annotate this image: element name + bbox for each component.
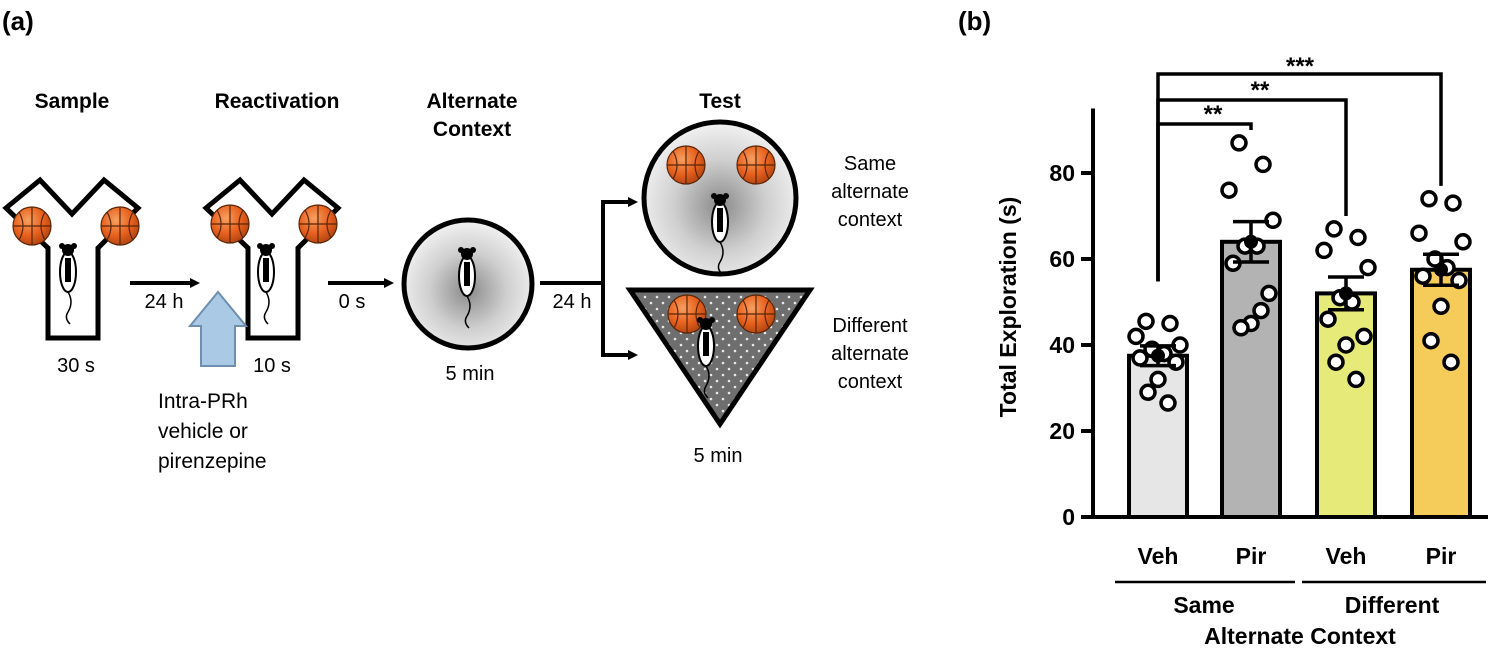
category-label: Pir bbox=[1426, 543, 1457, 569]
data-point bbox=[1325, 220, 1343, 238]
significance-label: ** bbox=[1251, 77, 1270, 104]
group-label-different: Different bbox=[1345, 592, 1440, 618]
duration-test: 5 min bbox=[694, 445, 743, 467]
category-label: Veh bbox=[1138, 543, 1179, 569]
data-point bbox=[1127, 327, 1145, 346]
label-same-3: context bbox=[838, 209, 903, 231]
data-point bbox=[1454, 233, 1472, 251]
duration-reactivation: 10 s bbox=[253, 355, 291, 377]
mean-point bbox=[1151, 348, 1165, 363]
infusion-arrow-icon bbox=[187, 290, 249, 367]
duration-sample: 30 s bbox=[57, 355, 95, 377]
data-point bbox=[1432, 297, 1450, 316]
data-point bbox=[1410, 224, 1428, 242]
data-point bbox=[1254, 155, 1272, 174]
data-point bbox=[1359, 258, 1377, 277]
data-point bbox=[1414, 267, 1432, 285]
stage-test-title: Test bbox=[699, 90, 741, 113]
y-tick-label: 40 bbox=[1049, 332, 1075, 358]
data-point bbox=[1252, 301, 1270, 320]
label-diff-3: context bbox=[838, 371, 903, 393]
label-diff-1: Different bbox=[832, 315, 908, 337]
test-different-arena bbox=[625, 287, 815, 429]
data-point bbox=[1161, 314, 1179, 333]
y-tick-label: 60 bbox=[1049, 246, 1075, 272]
data-point bbox=[1422, 331, 1440, 350]
delay-24h-2: 24 h bbox=[553, 291, 592, 313]
test-same-arena bbox=[641, 119, 799, 277]
data-point bbox=[1131, 349, 1149, 367]
delay-0s: 0 s bbox=[339, 291, 366, 313]
data-point bbox=[1232, 319, 1250, 337]
chart-area: 0 20 40 60 80 bbox=[1049, 72, 1488, 530]
mean-point bbox=[1244, 234, 1258, 249]
object-ball-icon bbox=[100, 206, 140, 246]
panel-a: (a) Sample Reactivation Alternate Contex… bbox=[2, 6, 909, 473]
object-ball-icon bbox=[210, 204, 250, 244]
label-same-1: Same bbox=[844, 153, 896, 175]
infusion-line-1: Intra-PRh bbox=[158, 390, 248, 413]
object-ball-icon bbox=[736, 145, 776, 185]
y-tick-label: 80 bbox=[1049, 160, 1075, 186]
y-maze-reactivation bbox=[202, 176, 342, 341]
y-maze-sample bbox=[2, 176, 142, 341]
stage-alternate-title-2: Context bbox=[433, 118, 511, 141]
category-label: Pir bbox=[1236, 543, 1267, 569]
alternate-context-arena bbox=[401, 217, 535, 351]
category-label: Veh bbox=[1326, 543, 1367, 569]
infusion-line-2: vehicle or bbox=[158, 420, 248, 443]
data-point bbox=[1337, 336, 1355, 354]
data-point bbox=[1137, 312, 1155, 331]
object-ball-icon bbox=[666, 145, 706, 185]
bar bbox=[1220, 239, 1282, 520]
panel-a-label: (a) bbox=[2, 6, 34, 36]
data-point bbox=[1442, 353, 1460, 371]
y-tick-label: 20 bbox=[1049, 418, 1075, 444]
infusion-line-3: pirenzepine bbox=[158, 450, 267, 473]
mean-point bbox=[1434, 262, 1448, 277]
data-point bbox=[1260, 284, 1278, 303]
label-same-2: alternate bbox=[831, 181, 909, 203]
comparison-bracket bbox=[1156, 72, 1443, 282]
stage-reactivation-title: Reactivation bbox=[215, 90, 340, 113]
object-ball-icon bbox=[667, 294, 707, 334]
data-point bbox=[1327, 353, 1345, 371]
duration-alternate: 5 min bbox=[446, 363, 495, 385]
delay-24h-1: 24 h bbox=[145, 291, 184, 313]
mean-point bbox=[1339, 286, 1353, 301]
data-point bbox=[1149, 370, 1167, 389]
stage-sample-title: Sample bbox=[35, 90, 110, 113]
data-point bbox=[1349, 228, 1367, 247]
panel-b-label: (b) bbox=[958, 6, 991, 36]
object-ball-icon bbox=[12, 206, 52, 246]
data-point bbox=[1230, 134, 1248, 152]
object-ball-icon bbox=[736, 294, 776, 334]
group-axis-title: Alternate Context bbox=[1204, 623, 1396, 649]
data-point bbox=[1159, 394, 1177, 412]
y-axis-title: Total Exploration (s) bbox=[995, 197, 1021, 418]
data-point bbox=[1420, 190, 1438, 208]
data-point bbox=[1444, 194, 1462, 212]
data-point bbox=[1315, 241, 1333, 260]
group-label-same: Same bbox=[1173, 592, 1234, 618]
y-tick-label: 0 bbox=[1062, 504, 1075, 530]
data-point bbox=[1347, 370, 1365, 389]
significance-label: ** bbox=[1204, 101, 1223, 128]
label-diff-2: alternate bbox=[831, 343, 909, 365]
data-point bbox=[1139, 383, 1157, 402]
significance-label: *** bbox=[1286, 53, 1315, 80]
data-point bbox=[1319, 310, 1337, 328]
data-point bbox=[1220, 181, 1238, 199]
data-point bbox=[1355, 327, 1373, 346]
object-ball-icon bbox=[298, 204, 338, 244]
stage-alternate-title-1: Alternate bbox=[426, 90, 517, 113]
